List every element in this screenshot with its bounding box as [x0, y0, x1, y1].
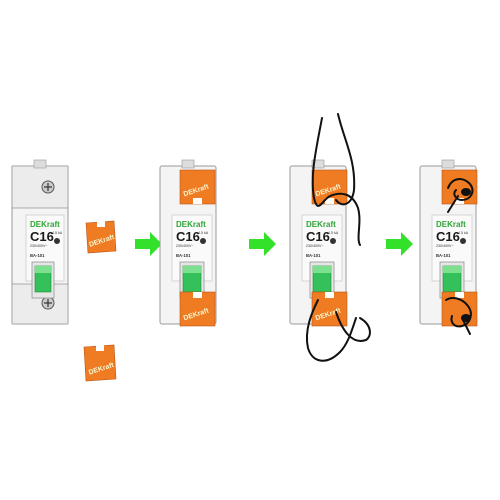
breaker-model: C16 [306, 229, 330, 244]
terminal-screw-top [41, 180, 55, 194]
terminal-screw-bottom [41, 296, 55, 310]
breaker-module: DEKraft DEKraft C16 230/400V~ 4.5 kA BA-… [289, 159, 348, 327]
breaker-series: BA-101 [436, 253, 451, 258]
step-1-breaker: DEKraft C16 230/400V~ 4.5 kA BA-101 DEKr… [11, 159, 117, 382]
breaker-series: BA-101 [30, 253, 45, 258]
seal-wire [306, 113, 371, 362]
breaker-brand: DEKraft [436, 220, 466, 229]
arrow-right-icon [135, 232, 162, 256]
breaker-brand: DEKraft [306, 220, 336, 229]
breaker-rating: 230/400V~ [176, 244, 194, 248]
seal-cap-bottom [441, 291, 478, 327]
breaker-module: DEKraft C16 230/400V~ 4.5 kA BA-101 [11, 159, 69, 325]
breaker-brand: DEKraft [30, 220, 60, 229]
lead-seal-bottom-icon [461, 314, 471, 322]
breaker-handle [31, 261, 55, 299]
arrow-right-icon [386, 232, 413, 256]
breaker-rating: 230/400V~ [30, 244, 48, 248]
breaker-capacity: 4.5 kA [458, 231, 469, 235]
step-4-breaker: DEKraft C16 230/400V~ 4.5 kA BA-101 [419, 159, 478, 335]
seal-cap-top: DEKraft [85, 220, 117, 254]
breaker-rating: 230/400V~ [306, 244, 324, 248]
seal-cap-bottom: DEKraft [311, 291, 348, 327]
breaker-series: BA-101 [306, 253, 321, 258]
breaker-module: DEKraft DEKraft C16 230/400V~ 4.5 kA BA-… [159, 159, 217, 327]
seal-cap-top: DEKraft [311, 169, 348, 205]
arrow-right-icon [249, 232, 276, 256]
breaker-model: C16 [30, 229, 54, 244]
step-2-breaker: DEKraft DEKraft C16 230/400V~ 4.5 kA BA-… [159, 159, 217, 327]
breaker-capacity: 4.5 kA [52, 231, 63, 235]
breaker-rating: 230/400V~ [436, 244, 454, 248]
seal-wire-top [447, 178, 474, 213]
breaker-capacity: 4.5 kA [328, 231, 339, 235]
breaker-model: C16 [436, 229, 460, 244]
seal-cap-bottom: DEKraft [83, 344, 117, 382]
breaker-model: C16 [176, 229, 200, 244]
breaker-capacity: 4.5 kA [198, 231, 209, 235]
step-3-breaker: DEKraft DEKraft C16 230/400V~ 4.5 kA BA-… [289, 113, 371, 362]
seal-cap-bottom: DEKraft [179, 291, 216, 327]
breaker-series: BA-101 [176, 253, 191, 258]
breaker-brand: DEKraft [176, 220, 206, 229]
seal-cap-top: DEKraft [179, 169, 216, 205]
lead-seal-top-icon [461, 188, 471, 196]
